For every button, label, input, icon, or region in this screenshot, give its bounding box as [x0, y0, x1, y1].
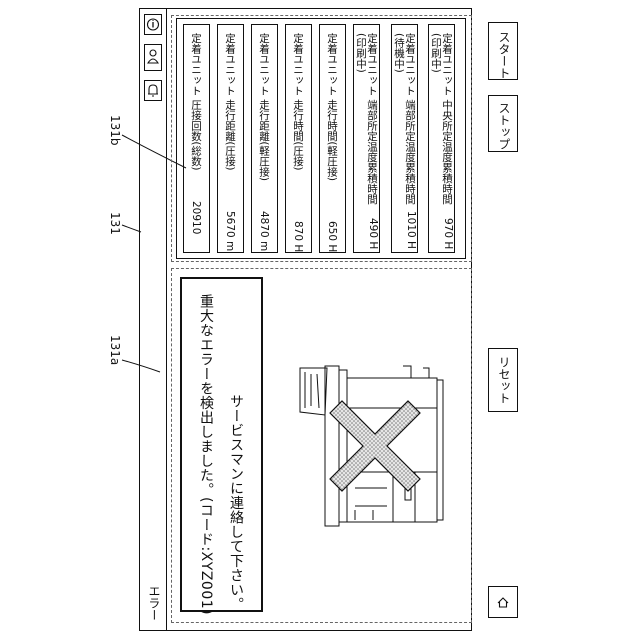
reference-131a: 131a	[108, 335, 122, 365]
stop-button-label: ストップ	[496, 102, 513, 150]
counter-label: 定着ユニット 中央所定温度累積時間 (印刷中)	[430, 33, 452, 204]
counter-item: 定着ユニット 端部所定温度累積時間 (印刷中) 490 H	[353, 24, 380, 253]
counter-label: 定着ユニット 走行時間(軽圧接)	[326, 33, 337, 181]
user-button[interactable]	[144, 44, 162, 71]
screen-title: エラー	[146, 585, 163, 621]
counter-item: 定着ユニット 中央所定温度累積時間 (印刷中) 970 H	[428, 24, 455, 253]
counter-item: 定着ユニット 走行距離(圧接) 5670 m	[217, 24, 244, 253]
error-message-line-1: 重大なエラーを検出しました。(コード:XYZ001)	[196, 294, 216, 615]
counter-item: 定着ユニット 圧接回数(総数) 20910	[183, 24, 210, 253]
bell-icon	[145, 81, 161, 100]
counter-label: 定着ユニット 走行距離(圧接)	[224, 33, 235, 171]
printer-error-illustration	[295, 360, 445, 532]
counter-label: 定着ユニット 端部所定温度累積時間 (印刷中)	[355, 33, 377, 204]
counter-value: 970 H	[442, 218, 454, 249]
counter-item: 定着ユニット 走行距離(軽圧接) 4870 m	[251, 24, 278, 253]
home-icon	[497, 597, 509, 608]
counter-item: 定着ユニット 走行時間(圧接) 870 H	[285, 24, 312, 253]
notification-button[interactable]	[144, 80, 162, 101]
counter-value: 490 H	[367, 218, 379, 249]
reference-131: 131	[108, 212, 122, 235]
counter-value: 4870 m	[258, 211, 270, 251]
counter-value: 1010 H	[405, 211, 417, 249]
info-icon	[145, 15, 161, 34]
counter-value: 20910	[190, 201, 202, 234]
counter-item: 定着ユニット 端部所定温度累積時間 (待機中) 1010 H	[391, 24, 418, 253]
error-message-box	[180, 277, 263, 612]
info-button[interactable]	[144, 14, 162, 35]
error-message-line-2: サービスマンに連絡して下さい。	[226, 394, 246, 612]
counter-label: 定着ユニット 圧接回数(総数)	[190, 33, 201, 171]
counter-value: 870 H	[292, 221, 304, 252]
counter-value: 650 H	[326, 221, 338, 252]
counter-value: 5670 m	[224, 211, 236, 251]
start-button-label: スタート	[496, 31, 513, 79]
reference-131b: 131b	[108, 115, 122, 146]
counter-label: 定着ユニット 走行時間(圧接)	[292, 33, 303, 171]
counter-item: 定着ユニット 走行時間(軽圧接) 650 H	[319, 24, 346, 253]
counter-label: 定着ユニット 端部所定温度累積時間 (待機中)	[393, 33, 415, 204]
user-icon	[145, 45, 161, 70]
reset-button-label: リセット	[496, 356, 513, 404]
counter-label: 定着ユニット 走行距離(軽圧接)	[258, 33, 269, 181]
